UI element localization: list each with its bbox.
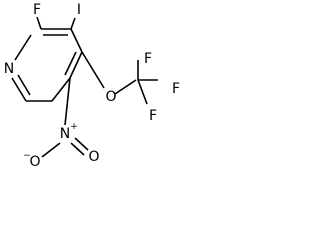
atom-f-ring: F	[33, 2, 41, 18]
structure-diagram: N F I O F F F N + O − O	[4, 2, 180, 170]
atom-nitro-o-left: O	[29, 154, 40, 170]
bond-c5-c6	[51, 77, 71, 102]
atom-iodine: I	[77, 2, 81, 18]
atom-nitro-n: N	[60, 126, 70, 142]
atom-cf3-f-top: F	[144, 51, 152, 67]
bond-c5-nitro-n	[64, 77, 71, 126]
bond-c-f-bottom	[137, 79, 148, 105]
atom-cf3-f-bottom: F	[149, 108, 157, 124]
atom-labels: N F I O F F F N + O − O	[4, 2, 180, 170]
bond-o-c	[114, 79, 137, 95]
bond-c1-n1-double	[17, 74, 31, 96]
charge-nitro-n: +	[70, 122, 78, 132]
bond-c1-n1	[11, 77, 27, 102]
bond-nitro-n-o-left	[41, 142, 61, 158]
bond-n1-c2	[14, 34, 32, 61]
bonds	[11, 16, 158, 158]
bond-nitro-n-o-right	[70, 142, 85, 156]
atom-ether-o: O	[105, 89, 116, 105]
bond-c4-c5	[69, 51, 83, 79]
atom-nitro-o-right: O	[88, 149, 99, 165]
bond-c4-o	[81, 51, 105, 89]
bond-c3-c4	[70, 28, 83, 53]
bond-c3-i	[70, 17, 76, 30]
atom-cf3-f-right: F	[172, 81, 180, 97]
atom-ring-n: N	[4, 61, 14, 77]
bond-c2-f	[36, 16, 42, 30]
bond-nitro-n-o-right-double	[74, 137, 89, 151]
charge-nitro-o-left: −	[23, 151, 31, 161]
bond-c4-c5-double	[64, 51, 77, 76]
